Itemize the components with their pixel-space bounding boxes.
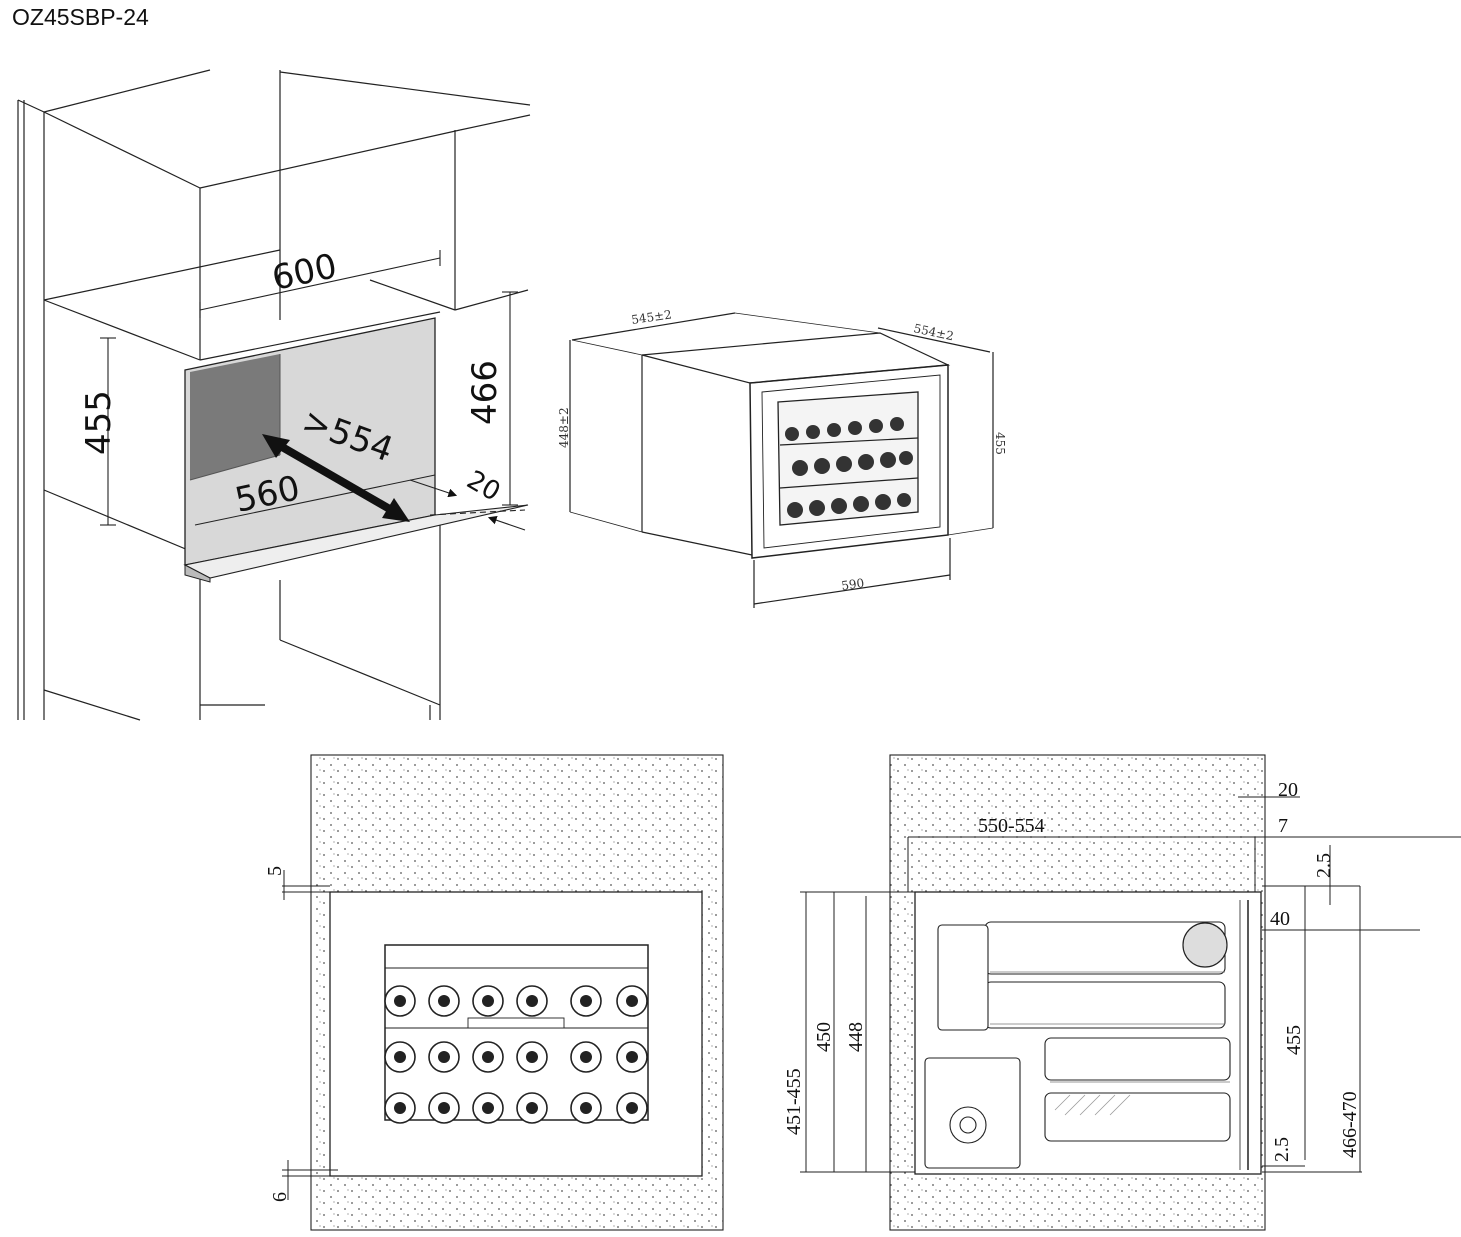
side-top-clearance-label: 2.5 (1313, 853, 1335, 878)
front-view (282, 754, 724, 1231)
side-handle-depth-label: 40 (1270, 908, 1290, 930)
side-top-gap-label: 20 (1278, 779, 1298, 801)
appliance-height-left-label: 448±2 (557, 407, 571, 448)
niche-back-wall (190, 354, 280, 480)
side-depth-range-label: 550-554 (978, 815, 1045, 837)
niche-dimension-lines (100, 250, 526, 531)
depth-arrow (268, 436, 402, 519)
side-door-offset-label: 7 (1278, 815, 1288, 837)
appliance-height-right-label: 455 (993, 432, 1007, 455)
side-height-450-label: 450 (813, 1022, 835, 1052)
niche-isometric (17, 69, 531, 721)
niche-width-label: 600 (269, 246, 341, 299)
side-height-455-label: 455 (1283, 1025, 1305, 1055)
niche-height-right-label: 466 (465, 360, 505, 425)
side-height-451-455-label: 451-455 (783, 1068, 805, 1135)
side-height-448-label: 448 (845, 1022, 867, 1052)
appliance-width-label: 590 (840, 576, 865, 593)
side-bottom-clearance-label: 2.5 (1271, 1137, 1293, 1162)
side-height-466-470-label: 466-470 (1339, 1091, 1361, 1158)
model-title: OZ45SBP-24 (12, 4, 149, 30)
niche-height-left-label: 455 (79, 390, 119, 455)
appliance-depth-top-label: 545±2 (630, 307, 672, 327)
appliance-isometric (569, 312, 994, 608)
side-section (800, 754, 1461, 1231)
appliance-bottles (785, 417, 913, 518)
front-bottom-gap-label: 6 (269, 1192, 291, 1202)
front-top-gap-label: 5 (264, 866, 286, 876)
niche-gap-label: 20 (462, 465, 506, 508)
